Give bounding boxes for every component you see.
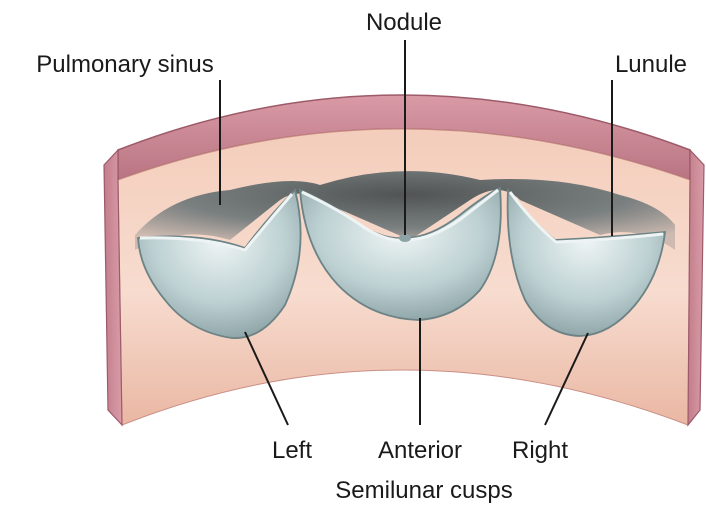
label-lunule: Lunule: [615, 51, 687, 78]
label-semilunar-cusps: Semilunar cusps: [335, 477, 512, 504]
label-left: Left: [272, 437, 312, 464]
label-nodule: Nodule: [366, 9, 442, 36]
label-right: Right: [512, 437, 568, 464]
label-pulmonary-sinus: Pulmonary sinus: [36, 51, 213, 78]
nodule-mark: [399, 234, 411, 242]
wall-cut-right: [688, 150, 704, 425]
label-anterior: Anterior: [378, 437, 462, 464]
